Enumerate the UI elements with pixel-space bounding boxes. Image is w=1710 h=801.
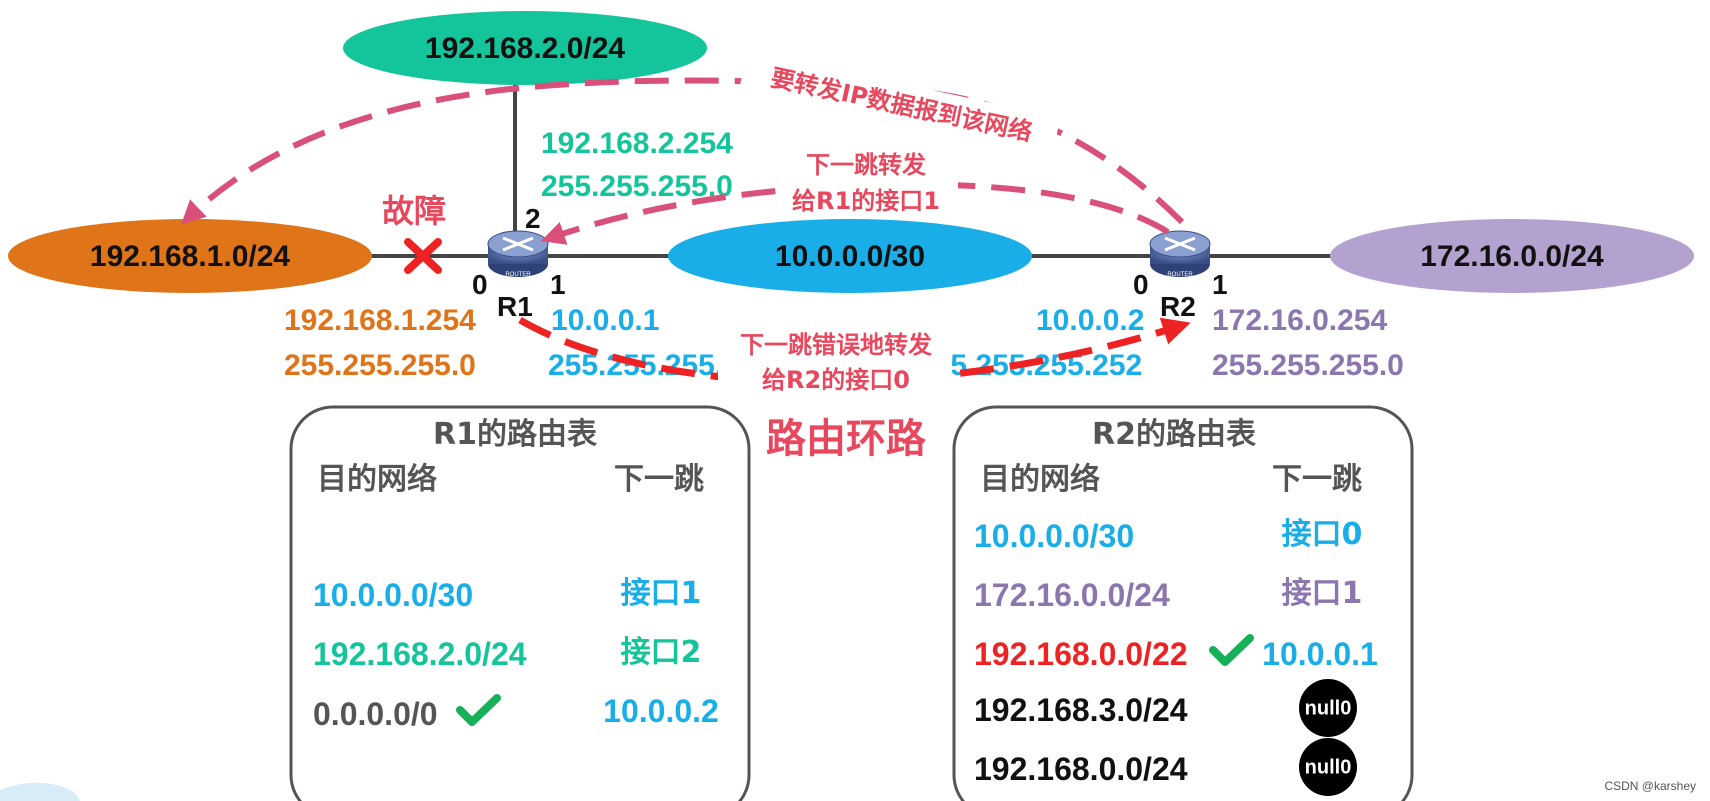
r1-if0-ip: 192.168.1.254 <box>284 304 476 337</box>
r1-if1-ip: 10.0.0.1 <box>551 304 659 337</box>
note-next-hop-r1-line1: 下一跳转发 <box>806 151 926 179</box>
r1-if2-ip: 192.168.2.254 <box>541 127 733 160</box>
router-r2-icon-text: ROUTER <box>1167 272 1193 278</box>
r2-row-5-null-badge: null0 <box>1299 738 1357 796</box>
r2-table-title: R2的路由表 <box>1092 417 1256 452</box>
r2-row-3-next: 10.0.0.1 <box>1262 636 1378 672</box>
r2-row-4-dest: 192.168.3.0/24 <box>974 692 1188 728</box>
note-wrong-hop-line2: 给R2的接口0 <box>762 366 910 394</box>
network-top-label: 192.168.2.0/24 <box>425 32 626 65</box>
fault-marker: 故障 <box>382 192 446 274</box>
router-r1-icon: ROUTER <box>487 230 549 278</box>
network-left: 192.168.1.0/24 <box>8 219 372 293</box>
r1-table-title: R1的路由表 <box>433 417 597 452</box>
r2-table-col-dest: 目的网络 <box>980 462 1100 497</box>
r1-row-3-check-icon <box>456 694 501 726</box>
r2-row-2-next: 接口1 <box>1282 576 1363 611</box>
r1-table-col-next: 下一跳 <box>614 462 704 497</box>
r1-table-col-dest: 目的网络 <box>317 462 437 497</box>
router-r2-icon: ROUTER <box>1149 230 1211 278</box>
r2-row-1-dest: 10.0.0.0/30 <box>974 518 1134 554</box>
router-r1-icon-text: ROUTER <box>505 272 531 278</box>
r2-port0-label: 0 <box>1133 269 1149 300</box>
r2-routing-table: R2的路由表 目的网络 下一跳 10.0.0.0/30 接口0 172.16.0… <box>952 405 1414 801</box>
r1-row-1-next: 接口1 <box>621 576 702 611</box>
r2-row-5-next: null0 <box>1305 756 1352 778</box>
network-top: 192.168.2.0/24 <box>343 11 707 85</box>
r1-port0-label: 0 <box>472 269 488 300</box>
r1-routing-table: R1的路由表 目的网络 下一跳 10.0.0.0/30 接口1 192.168.… <box>289 405 751 801</box>
note-next-hop-r1-line2: 给R1的接口1 <box>792 187 940 215</box>
network-right-label: 172.16.0.0/24 <box>1420 240 1604 273</box>
router-r2-name: R2 <box>1160 291 1196 322</box>
arrow-r1-to-r2-wrong <box>518 316 1191 386</box>
r2-row-3-check-icon <box>1209 634 1254 666</box>
r2-if1-ip: 172.16.0.254 <box>1212 304 1387 337</box>
router-r1-name: R1 <box>497 291 533 322</box>
fault-x-icon <box>404 238 442 274</box>
r2-row-2-dest: 172.16.0.0/24 <box>974 577 1170 613</box>
note-wrong-hop-line1: 下一跳错误地转发 <box>740 331 932 359</box>
r1-port1-label: 1 <box>550 269 566 300</box>
r2-if1-mask: 255.255.255.0 <box>1212 349 1404 382</box>
r1-port2-label: 2 <box>525 203 541 234</box>
fault-label: 故障 <box>382 192 446 230</box>
note-wrong-hop: 下一跳错误地转发 给R2的接口0 <box>718 325 952 395</box>
r1-row-2-dest: 192.168.2.0/24 <box>313 636 527 672</box>
r2-table-col-next: 下一跳 <box>1272 462 1362 497</box>
network-middle-label: 10.0.0.0/30 <box>775 240 925 273</box>
r2-row-5-dest: 192.168.0.0/24 <box>974 751 1188 787</box>
router-r1: ROUTER R1 0 1 2 <box>472 203 566 322</box>
r2-port1-label: 1 <box>1212 269 1228 300</box>
r1-row-1-dest: 10.0.0.0/30 <box>313 577 473 613</box>
r2-row-1-next: 接口0 <box>1282 517 1363 552</box>
routing-loop-label: 路由环路 <box>766 416 927 462</box>
network-right: 172.16.0.0/24 <box>1330 219 1694 293</box>
r1-row-2-next: 接口2 <box>621 635 702 670</box>
network-middle: 10.0.0.0/30 <box>668 219 1032 293</box>
r2-row-4-next: null0 <box>1305 697 1352 719</box>
r2-row-4-null-badge: null0 <box>1299 679 1357 737</box>
watermark: CSDN @karshey <box>1604 779 1696 793</box>
r2-row-3-dest: 192.168.0.0/22 <box>974 636 1188 672</box>
r2-if0-ip: 10.0.0.2 <box>1036 304 1144 337</box>
r1-row-3-dest: 0.0.0.0/0 <box>313 696 438 732</box>
r1-if0-mask: 255.255.255.0 <box>284 349 476 382</box>
r1-if2-mask: 255.255.255.0 <box>541 170 733 203</box>
note-next-hop-r1: 下一跳转发 给R1的接口1 <box>778 148 958 216</box>
r1-row-3-next: 10.0.0.2 <box>603 693 719 729</box>
decorative-cloud <box>0 782 80 801</box>
router-r2: ROUTER R2 0 1 <box>1133 230 1228 322</box>
network-left-label: 192.168.1.0/24 <box>90 240 291 273</box>
note-forward-to-network: 要转发IP数据报到该网络 <box>739 50 1061 155</box>
